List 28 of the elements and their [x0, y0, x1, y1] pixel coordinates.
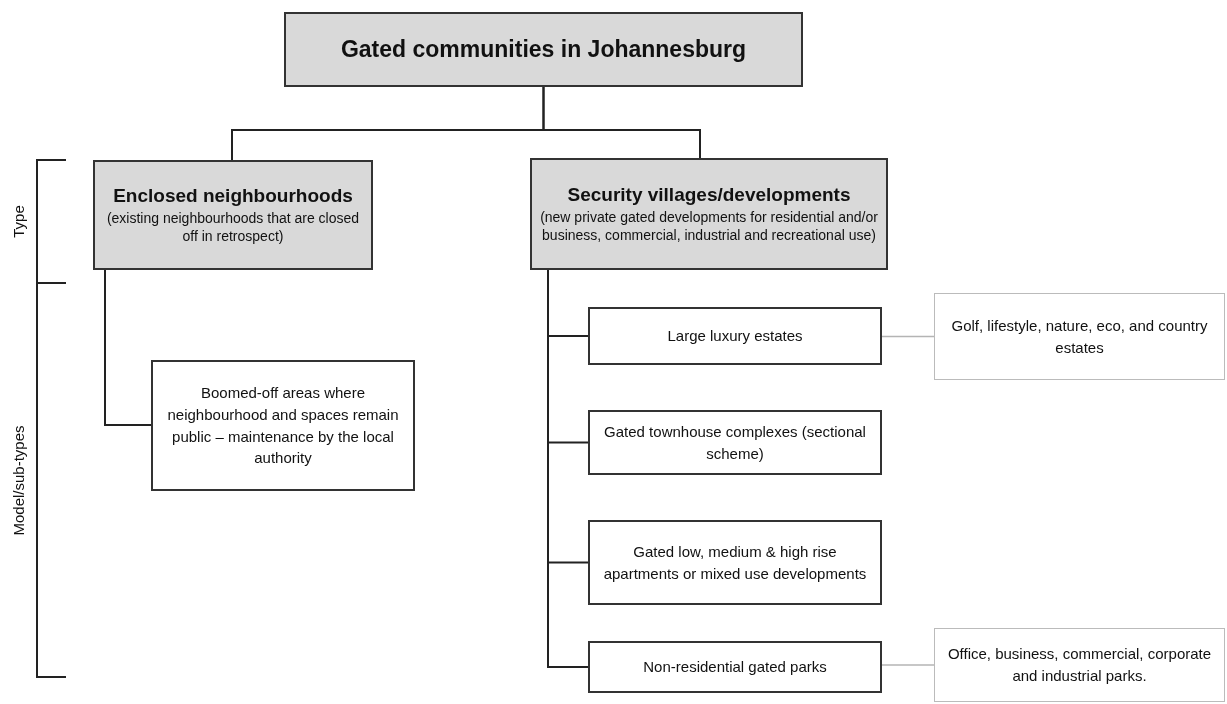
box-text: (new private gated developments for residential and/or business, commercial, industrial and recreational use): [539, 207, 879, 245]
box-text: Golf, lifestyle, nature, eco, and country estates: [950, 315, 1209, 358]
box-text: Gated communities in Johannesburg: [340, 36, 747, 63]
connector-line: [104, 269, 152, 426]
title-box: [284, 12, 803, 87]
axis-label: Type: [9, 204, 27, 238]
box-heading: Enclosed neighbourhoods: [113, 184, 353, 207]
box-text: Boomed-off areas where neighbourhood and spaces remain public – maintenance by the local authority: [166, 383, 400, 469]
type-box: [530, 158, 888, 270]
box-text: (existing neighbourhoods that are closed off in retrospect): [105, 208, 361, 246]
subtype-box: [588, 410, 882, 475]
connector-line: [542, 86, 701, 159]
box-text: Gated low, medium & high rise apartments or mixed use developments: [602, 541, 868, 584]
axis-label: Model/sub-types: [9, 424, 27, 536]
detail-box: [934, 293, 1225, 380]
box-text: Gated townhouse complexes (sectional scheme): [603, 421, 867, 464]
type-box: [93, 160, 373, 270]
box-heading: Security villages/developments: [567, 183, 851, 206]
box-text: Office, business, commercial, corporate and industrial parks.: [946, 644, 1213, 686]
connector-line: [881, 335, 935, 338]
subtype-box: [588, 307, 882, 365]
connector-line: [881, 664, 935, 666]
subtype-box: [151, 360, 415, 491]
box-text: Non-residential gated parks: [643, 657, 827, 678]
subtype-box: [588, 520, 882, 605]
detail-box: [934, 628, 1225, 702]
subtype-box: [588, 641, 882, 693]
box-text: Large luxury estates: [667, 326, 803, 347]
